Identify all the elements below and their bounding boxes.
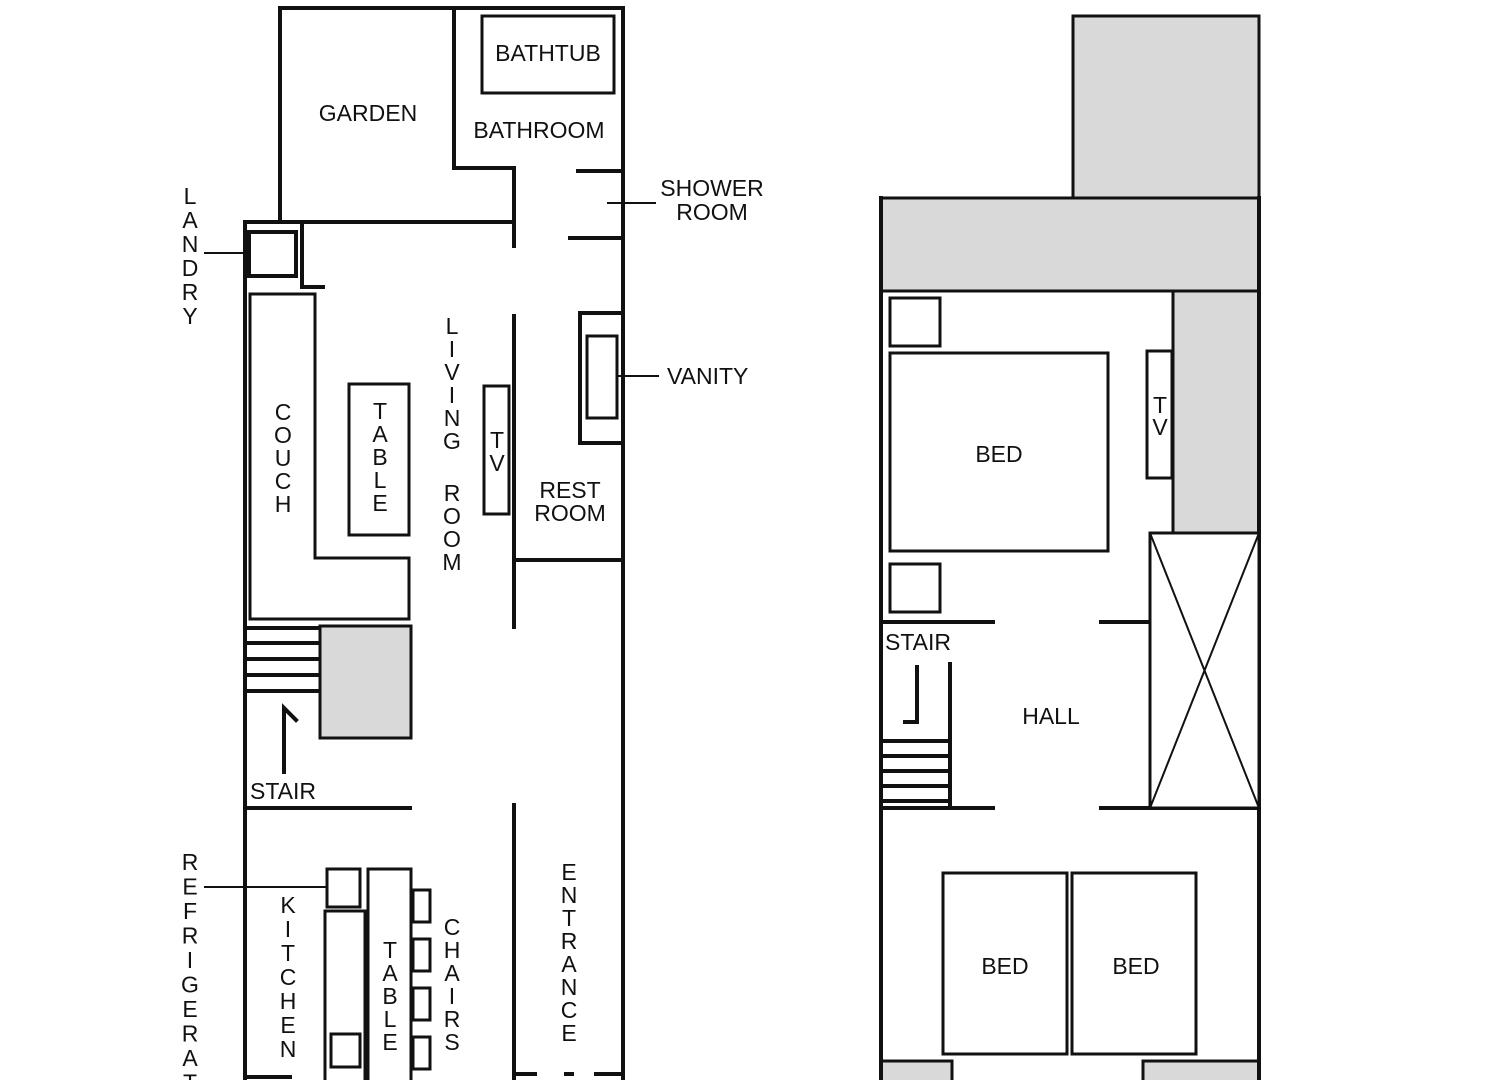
nightstand <box>888 296 942 348</box>
shower-room-label-line1: SHOWER <box>660 175 764 201</box>
refrigerator <box>325 867 362 909</box>
nightstand <box>888 562 942 614</box>
couch <box>248 292 411 621</box>
kitchen-sink <box>329 1032 362 1069</box>
bed-main <box>888 351 1110 553</box>
bathtub-label: BATHTUB <box>495 40 601 66</box>
vanity-unit <box>585 334 619 420</box>
ground-floor-plan: BATHTUB GARDEN BATHROOM SHOWER ROOM VANI… <box>181 6 764 1080</box>
laundry-unit <box>247 230 298 278</box>
vanity-label: VANITY <box>667 363 748 389</box>
kitchen-table <box>366 867 413 1080</box>
chair <box>411 937 432 973</box>
void-bottom-left <box>879 1059 954 1080</box>
bed-left-label: BED <box>981 953 1028 979</box>
stair-label: STAIR <box>250 778 316 804</box>
rest-room-label-line1: REST <box>539 477 600 503</box>
garden-label: GARDEN <box>319 100 417 126</box>
upper-stair-treads <box>881 739 950 803</box>
void-right <box>1171 289 1261 535</box>
chair <box>411 986 432 1022</box>
stair-arrow-icon <box>282 703 299 774</box>
living-table <box>347 382 411 537</box>
void-wide <box>879 196 1261 293</box>
rest-room-label-line2: ROOM <box>534 500 606 526</box>
stair-treads <box>243 626 320 693</box>
stair-void <box>318 624 413 740</box>
upper-stair-arrow-icon <box>903 665 919 724</box>
void-upper-right <box>1071 14 1261 200</box>
bed-right <box>1070 871 1198 1056</box>
chair <box>411 1035 432 1071</box>
chair <box>411 888 432 924</box>
refrigerator-label: REFRIGERAT <box>181 849 199 1080</box>
bed-left <box>941 871 1069 1056</box>
upper-tv-unit <box>1145 349 1174 480</box>
upper-stair-label: STAIR <box>885 629 951 655</box>
hall-label: HALL <box>1022 703 1080 729</box>
tv-unit <box>482 384 511 516</box>
bathtub <box>480 14 616 95</box>
ground-floor-outer-wall <box>243 6 625 1080</box>
bed-main-label: BED <box>975 441 1022 467</box>
vanity-wall <box>578 311 625 445</box>
bed-right-label: BED <box>1112 953 1159 979</box>
bathroom-label: BATHROOM <box>473 117 604 143</box>
shower-room-label-line2: ROOM <box>676 199 748 225</box>
garden-bathroom-wall <box>452 6 516 248</box>
void-bottom-right <box>1141 1059 1261 1080</box>
open-shaft-cross <box>1149 532 1260 809</box>
